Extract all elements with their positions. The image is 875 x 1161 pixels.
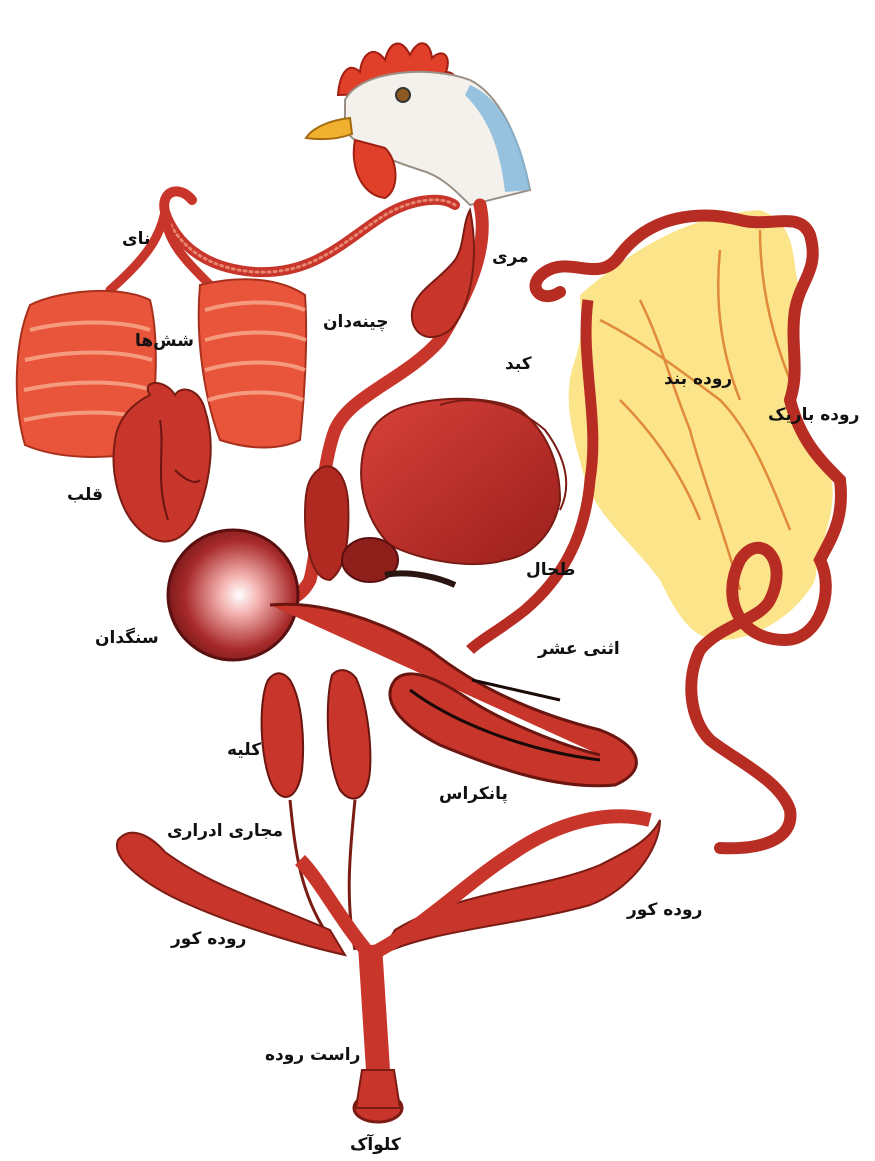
- label-liver: کبد: [505, 356, 532, 373]
- trachea: [110, 191, 455, 290]
- label-mesentery: روده بند: [664, 371, 732, 388]
- label-crop: چینه‌دان: [323, 314, 389, 331]
- label-kidney: کلیه: [227, 742, 261, 759]
- eye: [396, 88, 410, 102]
- kidneys: [262, 670, 371, 799]
- label-rectum: راست روده: [265, 1047, 360, 1064]
- bile-ducts: [385, 573, 455, 585]
- label-lungs: شش‌ها: [135, 333, 194, 350]
- label-cecum-left: روده کور: [171, 931, 246, 948]
- label-cloaca: کلوآک: [350, 1137, 401, 1154]
- cloaca-body: [356, 1070, 400, 1108]
- kidney-left: [262, 673, 303, 797]
- label-pancreas: پانکراس: [439, 786, 508, 803]
- label-gizzard: سنگدان: [95, 630, 159, 647]
- label-small-intestine: روده باریک: [768, 407, 859, 424]
- beak: [306, 118, 352, 139]
- label-duodenum: اثنی عشر: [538, 641, 620, 658]
- crop: [412, 210, 474, 337]
- label-spleen: طحال: [526, 562, 575, 579]
- chicken-head: [306, 43, 530, 205]
- kidney-right: [328, 670, 371, 799]
- gizzard: [168, 530, 298, 660]
- liver: [361, 399, 566, 564]
- label-ureter: مجاری ادراری: [167, 823, 283, 840]
- label-esophagus: مری: [492, 249, 529, 266]
- label-cecum-right: روده کور: [627, 902, 702, 919]
- label-heart: قلب: [67, 487, 103, 504]
- rectum: [370, 945, 378, 1070]
- duodenum: [270, 604, 636, 786]
- label-trachea: نای: [122, 231, 150, 248]
